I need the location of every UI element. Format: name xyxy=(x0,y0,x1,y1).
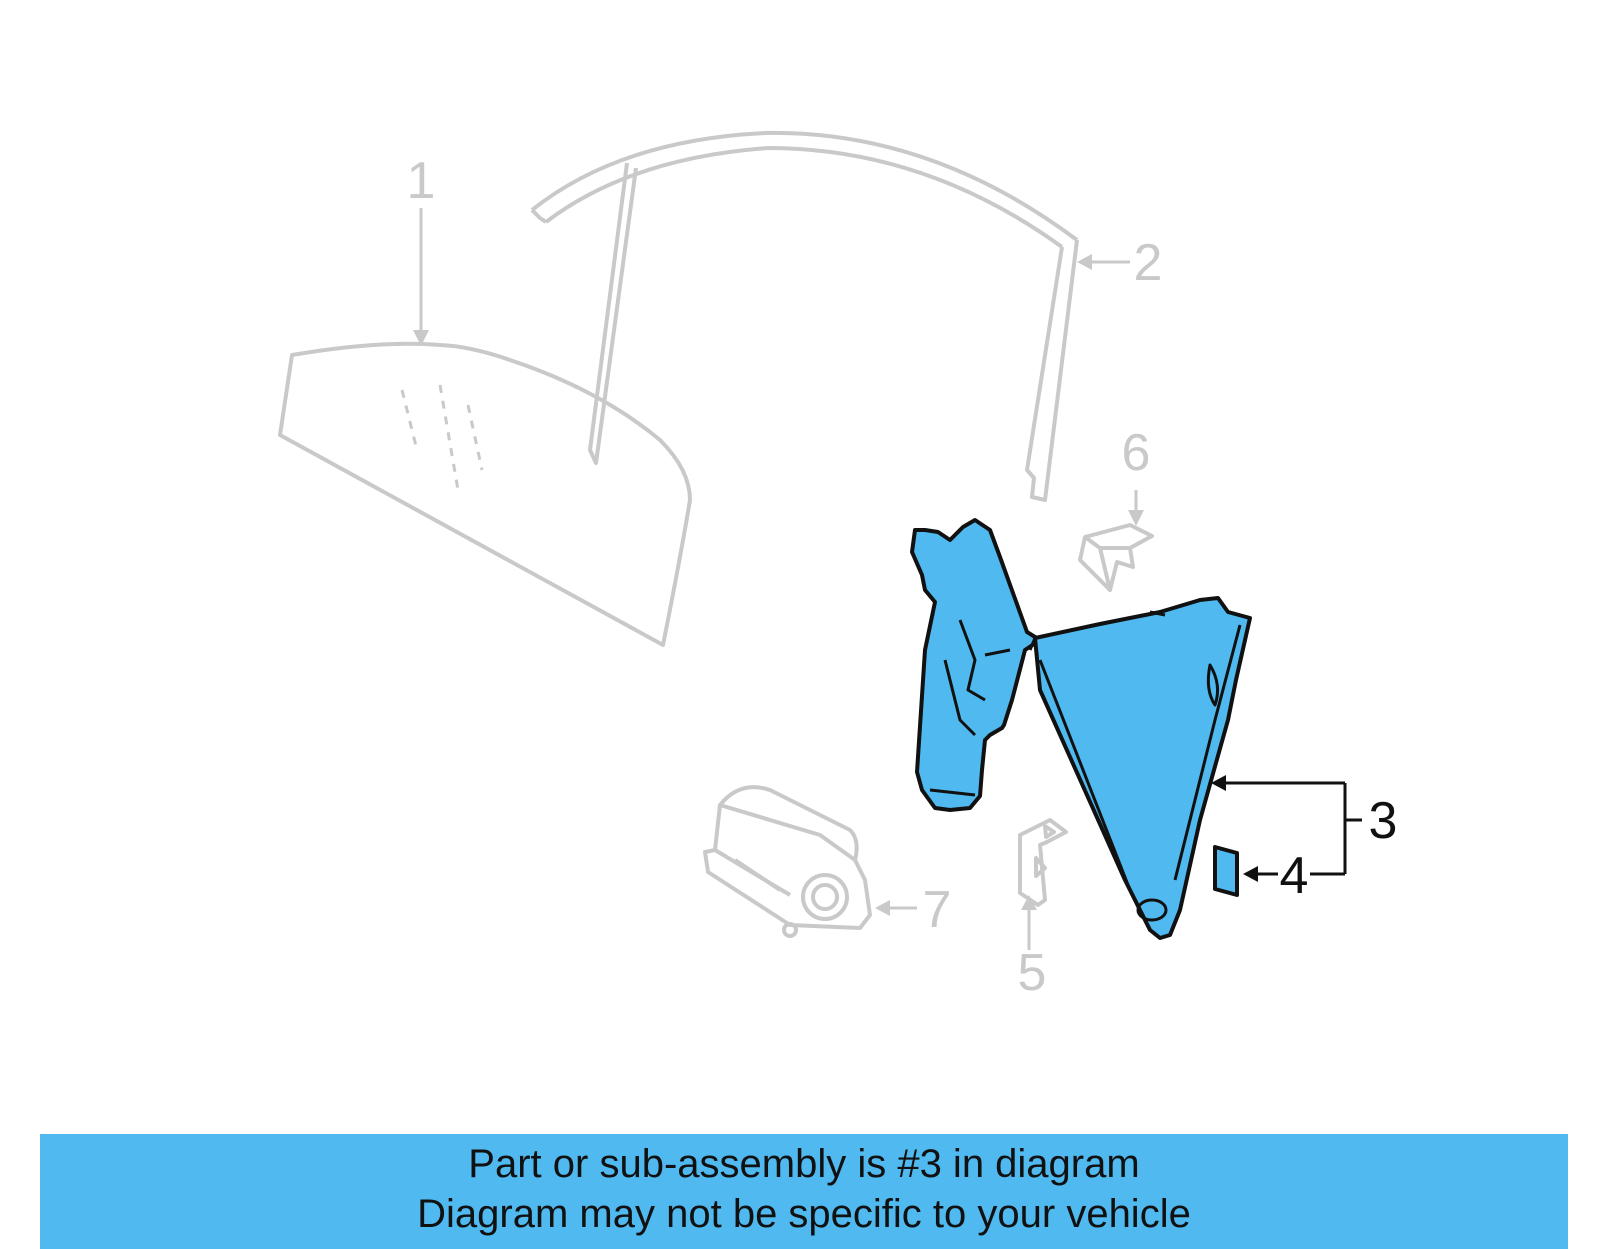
callout-4-label: 4 xyxy=(1280,847,1309,905)
part-2-run-channel xyxy=(530,130,1079,502)
callout-3-label: 3 xyxy=(1369,792,1398,850)
callout-1-label: 1 xyxy=(407,152,436,210)
part-5-bracket xyxy=(1018,818,1068,907)
part-7-motor xyxy=(703,785,872,938)
part-4-pad xyxy=(1213,845,1239,897)
part-1-door-glass xyxy=(278,341,692,647)
callout-leaders xyxy=(413,208,1362,950)
callout-6-label: 6 xyxy=(1122,424,1151,482)
callout-7-label: 7 xyxy=(923,881,952,939)
part-6-bracket xyxy=(1078,523,1154,592)
callout-2-label: 2 xyxy=(1134,234,1163,292)
banner-line-2: Diagram may not be specific to your vehi… xyxy=(417,1192,1191,1236)
banner-line-1: Part or sub-assembly is #3 in diagram xyxy=(468,1142,1140,1186)
callout-5-label: 5 xyxy=(1018,944,1047,1002)
info-banner: Part or sub-assembly is #3 in diagram Di… xyxy=(40,1134,1568,1249)
part-3-window-regulator xyxy=(910,518,1252,940)
